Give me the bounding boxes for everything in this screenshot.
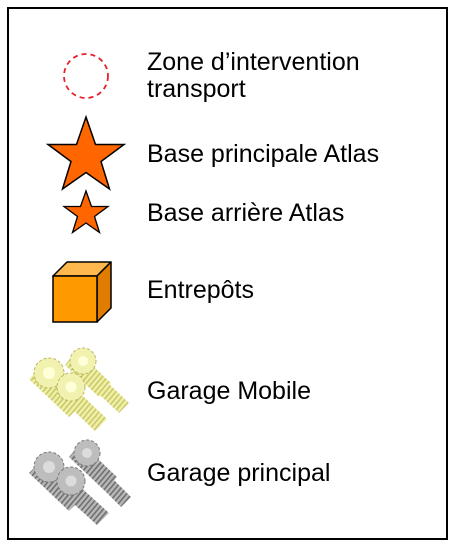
large-star-icon [45, 114, 127, 191]
small-star-icon [62, 189, 110, 235]
legend-label-main-garage: Garage principal [147, 459, 331, 487]
legend-box: Zone d’intervention transport Base princ… [7, 7, 448, 540]
dashed-circle-icon [63, 53, 109, 99]
legend-label-mobile-garage: Garage Mobile [147, 377, 311, 405]
legend-label-rear-base: Base arrière Atlas [147, 199, 345, 227]
cube-icon [52, 261, 112, 323]
legend-label-transport-zone-line1: Zone d’intervention [147, 48, 360, 76]
legend-label-transport-zone-line2: transport [147, 75, 246, 103]
yellow-gears-icon [29, 347, 129, 431]
legend-label-warehouses: Entrepôts [147, 276, 255, 304]
gray-gears-icon [29, 439, 131, 525]
legend-label-main-base: Base principale Atlas [147, 140, 380, 168]
